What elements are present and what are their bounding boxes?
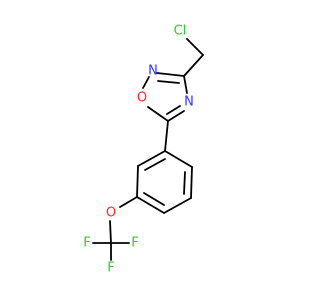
bond-ar5-ar6 [136,165,139,198]
bond-c5-aryl [164,120,169,152]
atom-labels: Cl N O N O F F F [83,24,194,276]
atom-o-ether-label: O [106,206,116,221]
bond-c3-ch2 [183,54,204,77]
bond-ar4-ar5 [136,196,165,214]
bond-o1-c5 [147,106,169,122]
bond-ar5-o [119,196,138,208]
bond-c3-n4 [183,75,188,94]
bonds [92,38,204,261]
bond-o-cf3 [109,220,112,244]
bond-o1-n2 [142,76,150,89]
bond-ar3-ar4 [163,197,192,214]
atom-cl-label: Cl [174,24,187,39]
bond-n4-c5 [167,110,185,122]
atom-f-right-label: F [131,236,138,251]
bond-ar4-ar5-inner [143,192,165,206]
chemical-structure-diagram: Cl N O N O F F F [83,24,204,276]
bond-ar2-ar3 [190,166,193,199]
atom-o-ring-label: O [137,91,147,106]
atom-n-right-label: N [184,95,194,110]
bond-ar6-ar1 [137,150,166,167]
atom-n-top-label: N [148,64,158,79]
bond-ar1-ar2 [164,150,193,168]
bond-n2-c3 [156,72,185,77]
bond-n4-c5-second [166,105,181,115]
bond-n2-c3-second [157,80,180,84]
bond-ar6-ar1-inner [144,158,166,171]
atom-f-left-label: F [83,236,90,251]
atom-f-bottom-label: F [107,261,114,276]
bond-ch2-cl [186,38,204,56]
bond-ar2-ar3-inner [183,171,186,195]
